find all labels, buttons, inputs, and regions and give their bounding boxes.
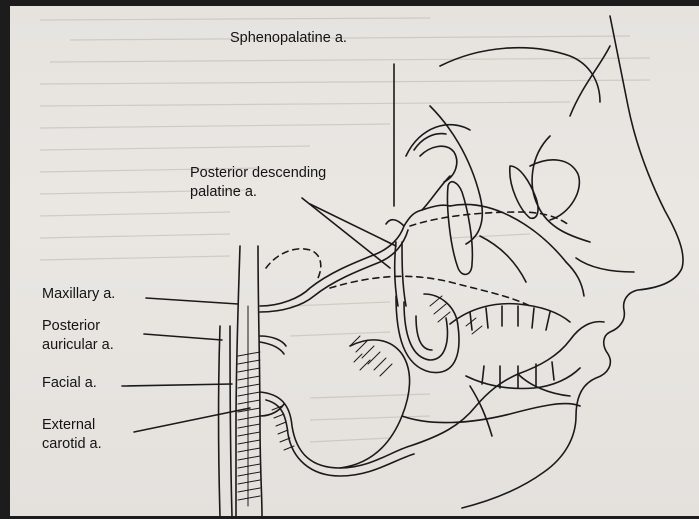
posterior-auricular-branch — [260, 336, 286, 346]
label-posterior-auricular-line1: Posterior — [42, 317, 100, 336]
label-external-carotid-line1: External — [42, 416, 95, 435]
leader-maxillary — [146, 298, 238, 304]
leader-external-carotid — [134, 408, 250, 432]
label-posterior-descending-line1: Posterior descending — [190, 164, 326, 183]
leader-posterior-descending — [302, 198, 390, 268]
facial-artery — [260, 374, 518, 468]
leader-posterior-auricular — [144, 334, 222, 340]
leader-facial — [122, 384, 232, 386]
sphenopalatine-artery — [404, 205, 450, 226]
label-maxillary: Maxillary a. — [42, 285, 115, 304]
label-posterior-auricular-line2: auricular a. — [42, 336, 114, 355]
label-facial: Facial a. — [42, 374, 97, 393]
label-sphenopalatine: Sphenopalatine a. — [230, 29, 347, 48]
anatomy-illustration — [10, 6, 699, 516]
maxillary-artery — [260, 226, 404, 306]
label-posterior-descending-line2: palatine a. — [190, 183, 257, 202]
face-profile — [462, 16, 683, 508]
carotid-right-wall — [258, 246, 262, 516]
label-external-carotid-line2: carotid a. — [42, 435, 102, 454]
book-page: Sphenopalatine a. Posterior descending p… — [10, 6, 699, 516]
